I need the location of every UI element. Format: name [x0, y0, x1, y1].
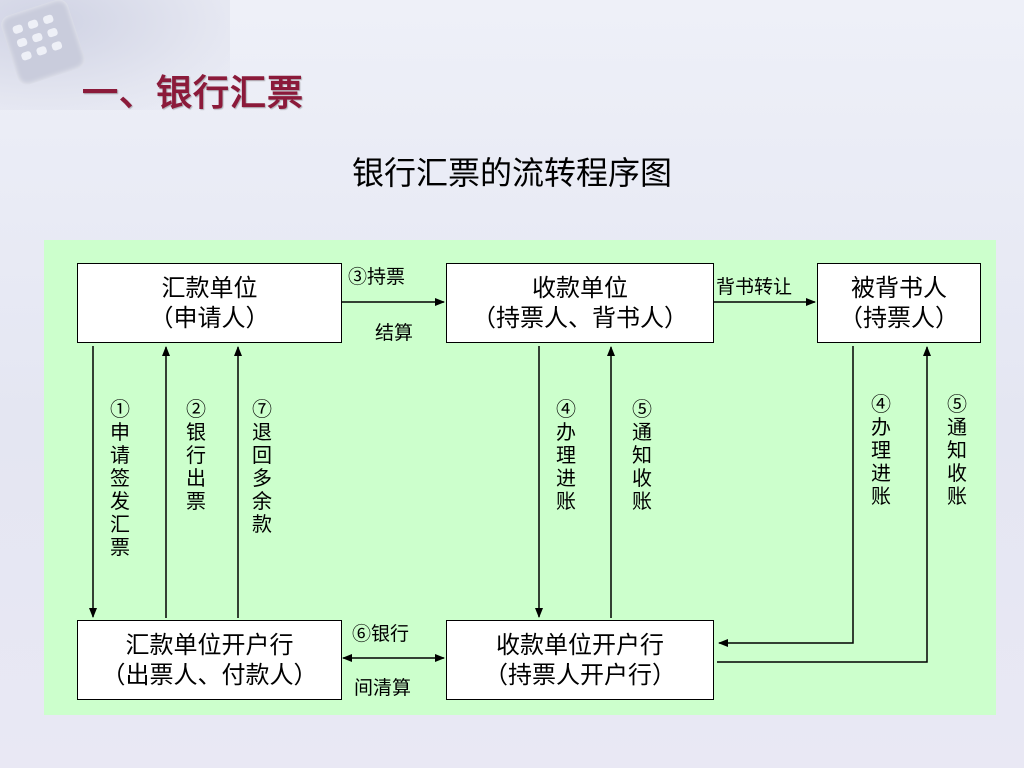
slide-title: 一、银行汇票 [82, 72, 305, 114]
payee-bank-box: 收款单位开户行 （持票人开户行） [446, 620, 714, 700]
endorse-label: 背书转让 [716, 276, 793, 298]
diagram-title: 银行汇票的流转程序图 [351, 154, 672, 192]
remitter-bank-box: 汇款单位开户行 （出票人、付款人） [77, 620, 342, 700]
remitter-box: 汇款单位 （申请人） [77, 263, 342, 343]
step7-label: ⑦退回多余款 [252, 397, 272, 536]
step4-right-label: ④办理进账 [871, 392, 891, 508]
remitter-name: 汇款单位 [161, 274, 258, 302]
arrow-step4-right [718, 346, 854, 647]
arrow-step5-right [717, 346, 931, 663]
step6-label-top: ⑥银行 [352, 623, 410, 645]
remitter-bank-name: 汇款单位开户行 [125, 631, 294, 659]
step6-label-bottom: 间清算 [354, 677, 412, 699]
payee-bank-name: 收款单位开户行 [496, 631, 664, 659]
remitter-bank-role: （出票人、付款人） [101, 661, 318, 689]
step3-label-top: ③持票 [348, 266, 406, 288]
remitter-role: （申请人） [149, 304, 270, 332]
step5-left-label: ⑤通知收账 [632, 397, 652, 513]
endorsee-box: 被背书人 （持票人） [817, 263, 981, 343]
step1-label: ①申请签发汇票 [110, 397, 130, 559]
payee-bank-role: （持票人开户行） [484, 661, 676, 689]
decorative-corner [0, 0, 230, 110]
step3-label-bottom: 结算 [375, 322, 414, 344]
endorsee-role: （持票人） [839, 304, 959, 332]
payee-box: 收款单位 （持票人、背书人） [446, 263, 714, 343]
step4-left-label: ④办理进账 [556, 397, 576, 513]
payee-role: （持票人、背书人） [472, 304, 688, 332]
step2-label: ②银行出票 [186, 397, 206, 513]
payee-name: 收款单位 [532, 274, 628, 302]
step5-right-label: ⑤通知收账 [947, 392, 967, 508]
endorsee-name: 被背书人 [851, 274, 947, 302]
